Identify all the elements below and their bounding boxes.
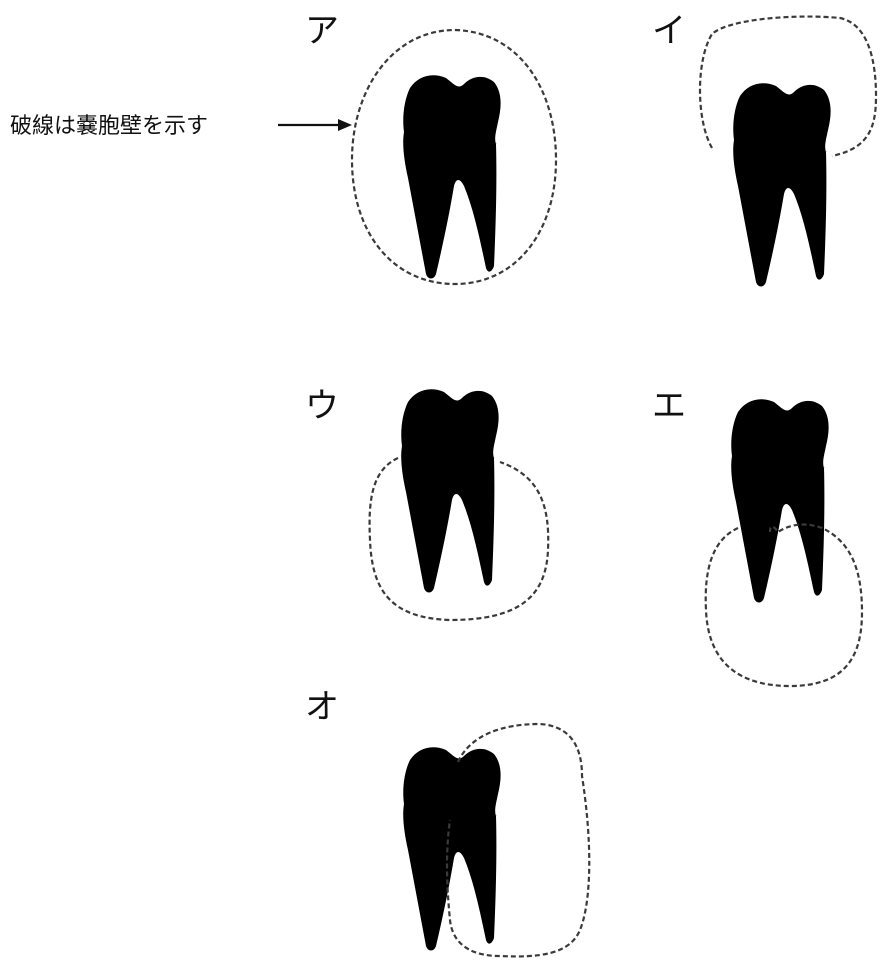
cyst-wall-a (350, 28, 558, 286)
cyst-wall-e (445, 722, 591, 958)
cyst-wall-d (704, 523, 864, 688)
annotation-arrow-head (338, 119, 352, 131)
panel-label-c: ウ (305, 386, 339, 426)
tooth-d (730, 399, 829, 603)
tooth-c (400, 389, 499, 593)
panel-label-a: ア (305, 11, 339, 51)
annotation-label: 破線は嚢胞壁を示す (10, 114, 208, 139)
panel-label-e: オ (305, 687, 339, 727)
panel-label-d: エ (652, 386, 686, 426)
tooth-e (402, 747, 501, 951)
tooth-a (402, 75, 501, 279)
cyst-wall-b (698, 15, 878, 158)
panel-label-b: イ (652, 11, 686, 51)
tooth-b (732, 83, 831, 287)
